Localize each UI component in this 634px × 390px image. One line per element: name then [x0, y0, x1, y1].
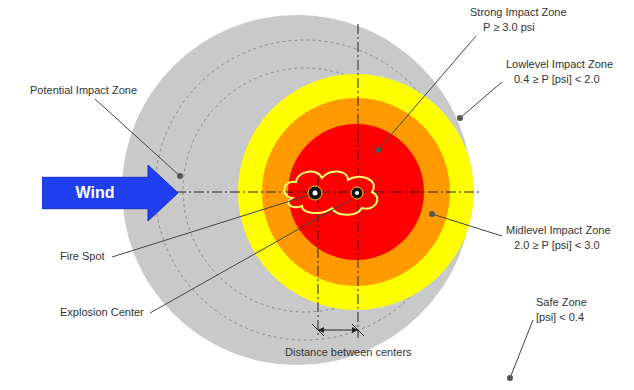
leader-line [510, 320, 533, 378]
zone-label: Explosion Center [60, 306, 144, 319]
leader-dot [177, 173, 183, 179]
zone-label: Strong Impact Zone [470, 6, 567, 19]
explosion-center-core [355, 191, 359, 195]
leader-line [432, 214, 502, 236]
arrow-label: Wind [76, 184, 115, 202]
zone-label: 0.4 ≥ P [psi] < 2.0 [514, 73, 600, 86]
zone-label: Midlevel Impact Zone [506, 224, 611, 237]
strong-zone [288, 124, 424, 260]
wind-arrow: Wind [42, 165, 178, 221]
zone-label: Fire Spot [60, 250, 105, 263]
zone-label: Potential Impact Zone [30, 84, 137, 97]
leader-line [378, 36, 476, 150]
zone-label: 2.0 ≥ P [psi] < 3.0 [514, 239, 600, 252]
leader-dot [375, 147, 381, 153]
zone-label: [psi] < 0.4 [536, 311, 584, 324]
leader-dot [507, 375, 513, 381]
zone-label: Distance between centers [285, 346, 412, 359]
explosion-center-symbol [351, 187, 363, 199]
fire-spot-symbol [308, 186, 322, 200]
dimension-arrows [318, 327, 358, 333]
dimension-tick [312, 324, 324, 336]
center-line [358, 24, 359, 338]
leader-dots [177, 115, 513, 381]
gas-cloud [284, 171, 377, 214]
zone-label: Safe Zone [536, 296, 587, 309]
center-line [318, 176, 319, 338]
arrow-body [42, 165, 178, 221]
leader-line [460, 82, 502, 118]
dimension-tick [352, 324, 364, 336]
leader-dot [429, 211, 435, 217]
leader-dot [457, 115, 463, 121]
zone-label: P ≥ 3.0 psi [483, 21, 535, 34]
leader-line [150, 199, 352, 313]
zone-label: Lowlevel Impact Zone [506, 58, 613, 71]
leader-line [95, 99, 180, 176]
fire-spot-core [313, 191, 318, 196]
